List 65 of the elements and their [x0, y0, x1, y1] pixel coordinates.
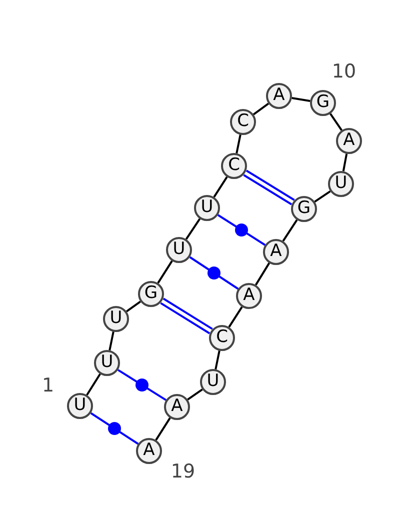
backbone-line — [185, 218, 201, 240]
nucleotide-circle — [166, 237, 192, 263]
position-number: 10 — [332, 62, 356, 82]
nucleotide-circle — [236, 283, 262, 309]
backbone-line — [282, 219, 298, 242]
nucleotide-letter: A — [270, 243, 282, 260]
nucleotide-circle — [103, 306, 129, 332]
nucleotide-circle — [221, 153, 247, 179]
backbone-line — [292, 97, 310, 102]
nucleotide-letter: G — [297, 200, 311, 218]
nucleotide-letter: U — [334, 175, 348, 192]
nucleotide-letter: C — [237, 113, 249, 130]
nucleotide-circle — [67, 393, 93, 419]
nucleotide-circle — [266, 83, 292, 109]
base-pair-line — [242, 170, 296, 206]
backbone-line — [236, 134, 242, 154]
backbone-line — [157, 260, 173, 284]
nucleotide-letter: U — [110, 310, 122, 328]
base-pair-line — [217, 214, 266, 246]
nucleotide-letter: C — [216, 329, 228, 346]
base-pair-line — [90, 412, 139, 445]
base-pair-line — [189, 256, 239, 290]
position-number: 19 — [170, 462, 196, 482]
nucleotide-letter: A — [273, 87, 285, 104]
backbone-line — [330, 113, 342, 131]
nucleotide-letter: G — [316, 94, 330, 112]
base-pair-line — [117, 369, 167, 401]
nucleotide-circle — [263, 239, 289, 265]
backbone-line — [155, 417, 171, 441]
nucleotide-letter: C — [228, 157, 240, 174]
backbone-line — [342, 154, 348, 172]
nucleotide-circle — [230, 109, 256, 135]
nucleotide-circle — [310, 90, 336, 116]
nucleotide-letter: U — [100, 354, 114, 372]
backbone-line — [187, 388, 203, 400]
backbone-line — [86, 373, 101, 396]
nucleotide-circle — [94, 350, 120, 376]
nucleotide-circle — [136, 438, 162, 464]
nucleotide-letter: U — [74, 397, 86, 414]
nucleotide-letter: U — [206, 373, 220, 390]
nucleotide-letter: G — [144, 285, 158, 302]
backbone-line — [254, 262, 270, 286]
nucleotide-circle — [209, 325, 235, 351]
nucleotide-circle — [138, 281, 164, 307]
nucleotide-circle — [336, 128, 362, 154]
base-pair-line — [160, 298, 214, 334]
nucleotide-circle — [200, 369, 226, 395]
nucleotide-letter: A — [243, 287, 255, 304]
nucleotide-letter: U — [200, 199, 214, 216]
nucleotide-letter: A — [143, 442, 155, 460]
backbone-line — [228, 306, 243, 328]
backbone-line — [252, 102, 270, 116]
position-number: 1 — [42, 376, 54, 396]
nucleotide-letter: U — [172, 241, 186, 258]
nucleotide-circle — [328, 171, 354, 197]
nucleotide-circle — [164, 394, 190, 420]
nucleotide-circle — [194, 195, 220, 221]
nucleotide-letter: A — [171, 398, 183, 416]
nucleotide-circle — [291, 196, 317, 222]
backbone-line — [213, 176, 228, 198]
nucleotide-letter: A — [343, 132, 355, 150]
backbone-line — [314, 190, 331, 203]
backbone-line — [126, 300, 141, 312]
backbone-line — [214, 350, 220, 370]
backbone-line — [108, 332, 114, 350]
